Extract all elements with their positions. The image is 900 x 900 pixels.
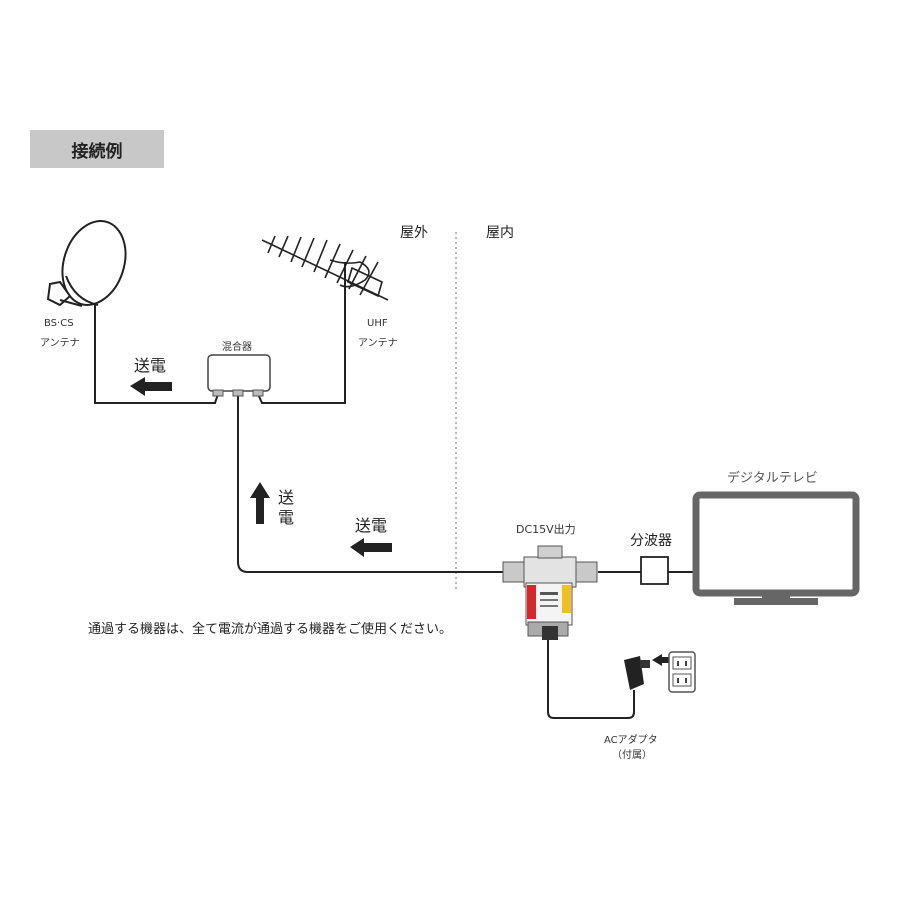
label-bs-cs-line1: BS·CS [44, 318, 74, 329]
label-power-feed-vertical-1: 送 [278, 488, 295, 507]
cable-uhf-to-mixer [257, 262, 346, 404]
ac-adapter-icon [624, 654, 672, 690]
wall-outlet-icon [668, 651, 696, 693]
mixer-box-icon [207, 354, 271, 397]
label-indoor: 屋内 [486, 225, 514, 241]
label-power-feed-bottom: 送電 [355, 516, 388, 535]
cable-mixer-to-booster [237, 396, 505, 573]
splitter-box-icon [640, 556, 669, 585]
label-ac-adapter-line2: （付属） [612, 750, 652, 761]
label-power-feed-top: 送電 [134, 356, 167, 375]
label-tv: デジタルテレビ [727, 471, 818, 486]
label-outdoor: 屋外 [400, 225, 428, 241]
arrow-left-top-icon [130, 377, 172, 396]
tv-icon [692, 491, 860, 605]
uhf-antenna-icon [261, 235, 389, 301]
label-ac-adapter-line1: ACアダプタ [604, 735, 658, 746]
arrow-left-bottom-icon [350, 538, 392, 557]
section-title: 接続例 [30, 130, 164, 168]
cable-booster-to-adapter [547, 640, 635, 719]
label-mixer: 混合器 [222, 342, 252, 353]
label-uhf-line2: アンテナ [358, 338, 398, 349]
usage-note: 通過する機器は、全て電流が通過する機器をご使用ください。 [88, 622, 453, 637]
arrow-up-icon [250, 482, 270, 524]
cables [94, 262, 696, 719]
label-uhf-line1: UHF [367, 318, 388, 329]
cable-bs-cs-to-mixer [94, 300, 219, 404]
label-booster-output: DC15V出力 [516, 523, 576, 536]
label-power-feed-vertical-2: 電 [278, 508, 295, 527]
label-splitter: 分波器 [630, 533, 672, 549]
label-bs-cs-line2: アンテナ [40, 338, 80, 349]
booster-device-icon [502, 545, 598, 640]
bs-cs-dish-icon [46, 220, 127, 307]
